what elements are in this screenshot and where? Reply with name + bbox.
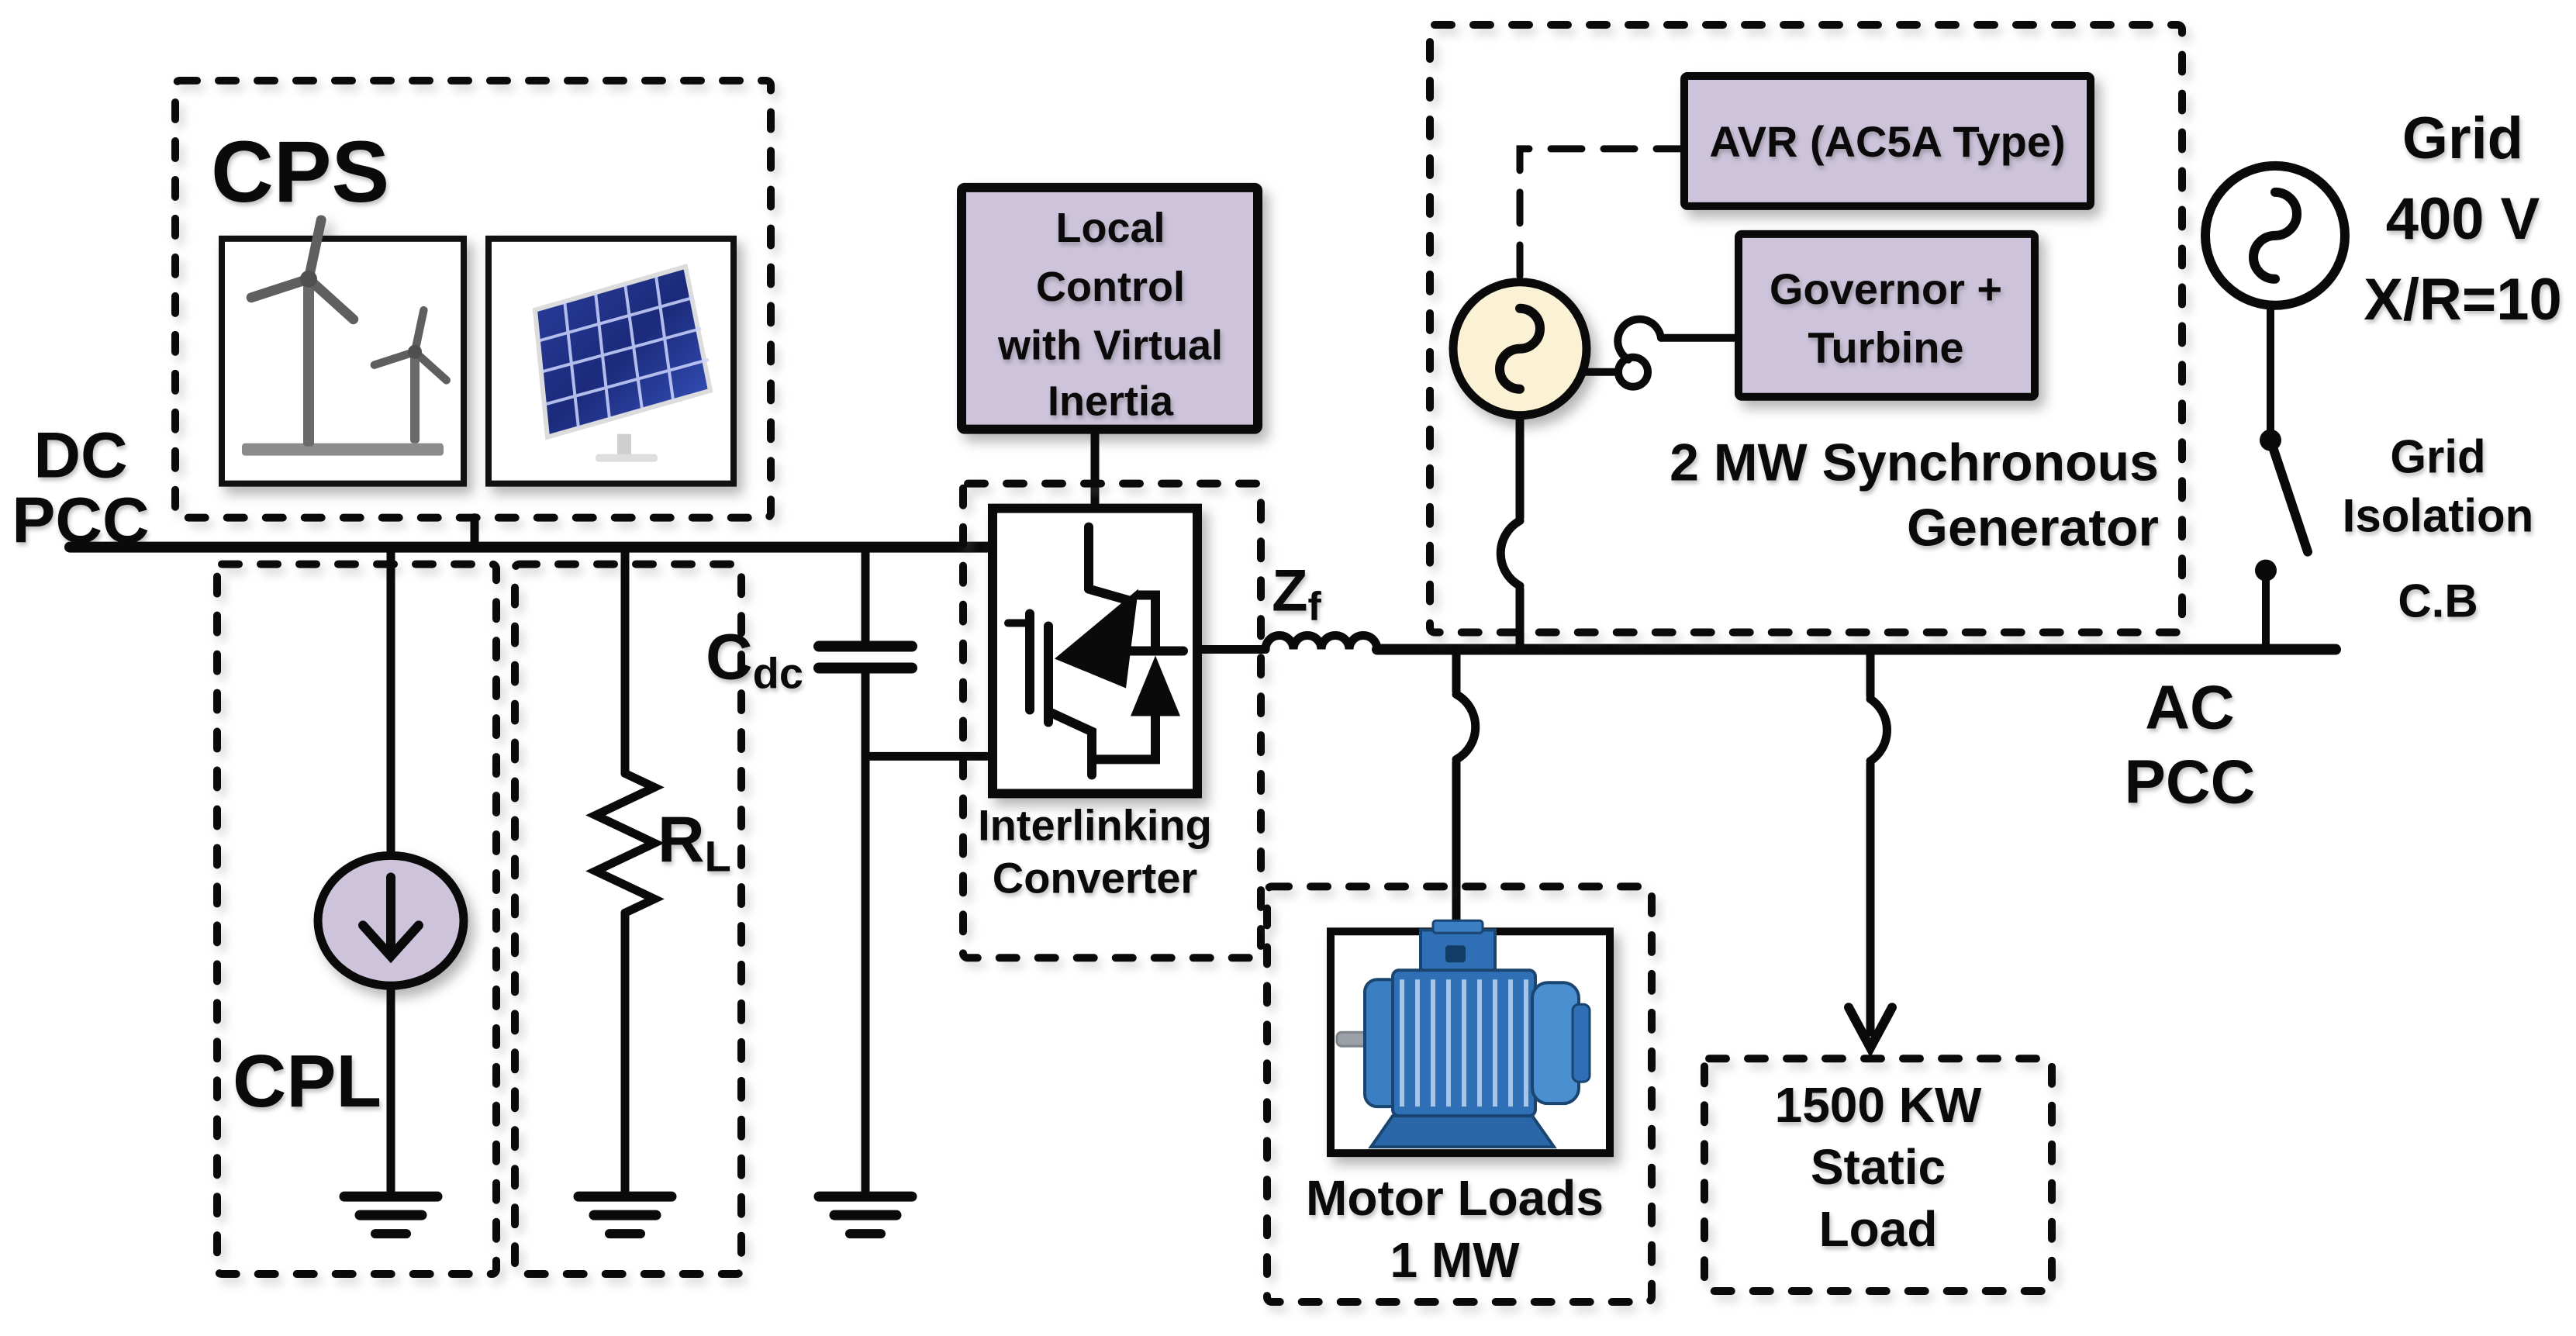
static-load-label: 1500 KW Static Load: [1775, 1077, 1982, 1257]
shaft-coupling-icon: [1578, 315, 1742, 391]
static-load-feeder: [1844, 645, 1897, 1058]
svg-text:1500 KW: 1500 KW: [1775, 1077, 1982, 1133]
cps-label: CPS: [211, 123, 389, 220]
sine-glyph: [2249, 187, 2301, 284]
svg-text:C.B: C.B: [2398, 575, 2478, 627]
avr-sense-line: [1516, 145, 1688, 280]
down-arrow-icon: [1844, 1003, 1897, 1058]
cpl-box: [213, 560, 500, 1279]
resistor-icon: [585, 768, 665, 917]
cpl-label: CPL: [233, 1040, 382, 1123]
motor-loads-label: Motor Loads 1 MW: [1306, 1170, 1604, 1288]
interlinking-converter-label: Interlinking Converter: [978, 800, 1212, 902]
svg-text:Local: Local: [1055, 205, 1165, 251]
sync-generator-box: [1426, 20, 2186, 637]
svg-text:Control: Control: [1036, 264, 1185, 310]
motor-icon: [1335, 919, 1591, 1149]
svg-text:Interlinking: Interlinking: [978, 800, 1212, 849]
svg-text:DC: DC: [33, 419, 127, 492]
sync-generator-name: 2 MW Synchronous Generator: [1670, 433, 2159, 558]
motor-loads-box: [1263, 882, 1656, 1307]
solar-panel-icon: [485, 235, 737, 487]
local-control-label: Local Control with Virtual Inertia: [997, 205, 1223, 425]
svg-text:1 MW: 1 MW: [1390, 1232, 1520, 1288]
rl-label: RL: [658, 803, 731, 880]
cpl-branch: [313, 543, 468, 1234]
governor-label: Governor + Turbine: [1770, 264, 2002, 372]
grid-label: Grid 400 V X/R=10: [2364, 105, 2562, 333]
zf-label: Zf: [1272, 558, 1321, 630]
svg-text:Governor +: Governor +: [1770, 264, 2002, 313]
generator-feeder: [1496, 411, 1525, 654]
svg-text:PCC: PCC: [2125, 747, 2256, 816]
svg-text:Grid: Grid: [2402, 105, 2523, 171]
svg-text:Converter: Converter: [993, 853, 1197, 902]
breaker-icon: [1496, 516, 1525, 591]
avr-box: [1680, 71, 2094, 210]
breaker-icon: [1452, 689, 1480, 764]
governor-box: [1735, 230, 2039, 401]
svg-text:Load: Load: [1819, 1201, 1938, 1257]
svg-text:Grid: Grid: [2390, 431, 2485, 483]
svg-text:Motor Loads: Motor Loads: [1306, 1170, 1604, 1226]
avr-label: AVR (AC5A Type): [1709, 117, 2065, 166]
local-control-box: [957, 182, 1262, 434]
svg-text:2 MW Synchronous: 2 MW Synchronous: [1670, 433, 2159, 492]
grid-isolation-label: Grid Isolation C.B: [2343, 431, 2534, 627]
down-arrow-icon: [358, 872, 423, 964]
wind-turbines-icon: [219, 215, 467, 487]
igbt-diode-icon: [1004, 522, 1188, 780]
inductor-icon: [1261, 631, 1382, 654]
grid-isolation-breaker: [2255, 301, 2312, 654]
svg-text:with Virtual: with Virtual: [997, 323, 1223, 369]
svg-text:Inertia: Inertia: [1048, 378, 1174, 425]
interlinking-converter-box: [959, 479, 1265, 962]
svg-text:X/R=10: X/R=10: [2364, 267, 2562, 333]
svg-text:Turbine: Turbine: [1808, 323, 1963, 372]
static-load-box: [1701, 1055, 2056, 1296]
sine-glyph: [1495, 303, 1545, 394]
svg-text:400 V: 400 V: [2386, 186, 2540, 252]
breaker-icon: [1866, 694, 1891, 765]
svg-text:Generator: Generator: [1907, 499, 2159, 558]
svg-text:Isolation: Isolation: [2343, 490, 2534, 542]
svg-text:AC: AC: [2145, 672, 2235, 741]
grid-source-symbol: [2201, 161, 2350, 310]
generator-symbol: [1449, 278, 1591, 420]
cdc-label: Cdc: [706, 620, 803, 698]
svg-text:Static: Static: [1811, 1139, 1946, 1195]
motor-feeder: [1452, 645, 1480, 936]
ac-pcc-label: AC PCC: [2125, 672, 2256, 816]
rl-branch: [578, 543, 672, 1234]
